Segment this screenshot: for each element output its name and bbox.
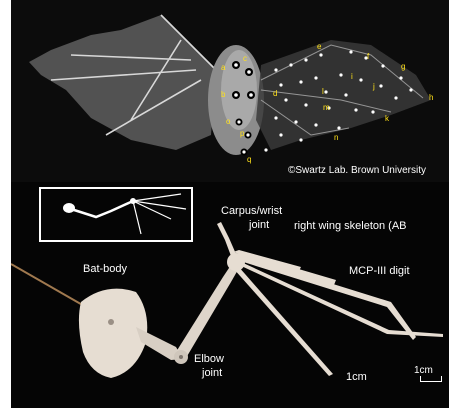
- marker-label-q: q: [247, 156, 251, 164]
- marker-label-e: e: [317, 43, 321, 51]
- marker-label-l: l: [322, 88, 324, 96]
- label-right-wing: right wing skeleton (AB: [294, 221, 407, 232]
- marker-label-b: b: [221, 91, 225, 99]
- marker-label-i: i: [351, 73, 353, 81]
- marker-label-j: j: [373, 83, 375, 91]
- support-rod: [11, 264, 86, 307]
- marker-label-p: p: [240, 130, 244, 138]
- scale-bar: [420, 376, 442, 382]
- marker-label-d: d: [273, 90, 277, 98]
- radius: [176, 262, 239, 358]
- marker-label-k: k: [385, 115, 389, 123]
- marker-label-m: m: [323, 104, 330, 112]
- photo-credit: ©Swartz Lab. Brown University: [288, 165, 426, 176]
- figure-frame: a b c d e f g h i j k l m n o p q ©Swart…: [11, 0, 449, 408]
- label-bat-body: Bat-body: [83, 264, 127, 275]
- marker-label-h: h: [429, 94, 433, 102]
- scale-bar-label: 1cm: [414, 366, 433, 376]
- digit-4: [237, 262, 443, 337]
- marker-label-f: f: [367, 53, 369, 61]
- label-carpus-joint: joint: [249, 220, 269, 231]
- marker-label-a: a: [221, 64, 225, 72]
- bat-body-shape: [79, 289, 147, 378]
- label-elbow: Elbow: [194, 354, 224, 365]
- marker-label-n: n: [334, 134, 338, 142]
- label-carpus: Carpus/wrist: [221, 206, 282, 217]
- bat-photo-drawing: [11, 0, 449, 182]
- label-mcp: MCP-III digit: [349, 266, 410, 277]
- marker-label-g: g: [401, 63, 405, 71]
- label-1cm: 1cm: [346, 372, 367, 383]
- marker-label-o: o: [226, 118, 230, 126]
- thumb: [217, 222, 236, 256]
- marker-label-c: c: [243, 55, 247, 63]
- label-elbow-joint: joint: [202, 368, 222, 379]
- bat-photo: a b c d e f g h i j k l m n o p q ©Swart…: [11, 0, 449, 182]
